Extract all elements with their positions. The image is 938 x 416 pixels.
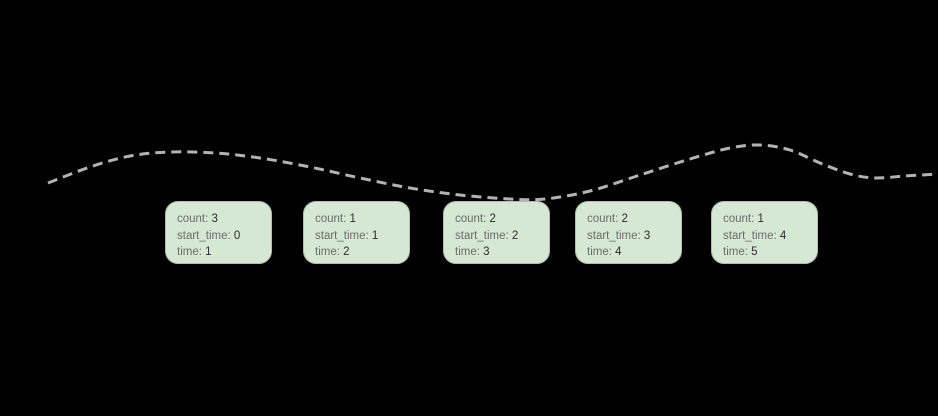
field-value: 3 (483, 246, 490, 258)
field-value: 4 (615, 246, 622, 258)
window-field-time: time: 5 (723, 244, 817, 261)
field-value: 2 (621, 213, 628, 225)
field-value: 2 (343, 246, 350, 258)
window-field-start-time: start_time: 2 (455, 228, 549, 245)
field-label: count: (177, 213, 209, 225)
field-label: time: (587, 246, 612, 258)
window-field-start-time: start_time: 0 (177, 228, 271, 245)
field-label: start_time: (587, 229, 641, 242)
window-field-start-time: start_time: 3 (587, 228, 681, 245)
field-value: 1 (205, 246, 212, 258)
window-field-start-time: start_time: 4 (723, 228, 817, 245)
field-label: time: (177, 246, 202, 258)
field-label: count: (723, 213, 755, 225)
window-field-time: time: 4 (587, 244, 681, 261)
field-label: count: (587, 213, 619, 225)
field-value: 4 (779, 229, 787, 242)
window-field-time: time: 2 (315, 244, 409, 261)
field-value: 1 (757, 213, 764, 225)
window-field-time: time: 3 (455, 244, 549, 261)
field-label: start_time: (723, 229, 777, 242)
window-field-count: count: 1 (723, 211, 817, 228)
field-label: start_time: (177, 229, 231, 242)
field-value: 0 (233, 229, 241, 242)
window-field-count: count: 2 (587, 211, 681, 228)
window-field-count: count: 1 (315, 211, 409, 228)
window-field-count: count: 2 (455, 211, 549, 228)
field-label: count: (315, 213, 347, 225)
field-value: 3 (643, 229, 651, 242)
dashed-trend-curve (47, 143, 938, 202)
field-label: time: (723, 246, 748, 258)
field-label: start_time: (315, 229, 369, 242)
field-label: start_time: (455, 229, 509, 242)
field-value: 3 (211, 213, 218, 225)
field-label: time: (315, 246, 340, 258)
window-field-count: count: 3 (177, 211, 271, 228)
field-value: 5 (751, 246, 758, 258)
field-value: 1 (371, 229, 379, 242)
field-label: count: (455, 213, 487, 225)
window-field-start-time: start_time: 1 (315, 228, 409, 245)
window-field-time: time: 1 (177, 244, 271, 261)
field-value: 1 (349, 213, 356, 225)
field-label: time: (455, 246, 480, 258)
field-value: 2 (511, 229, 519, 242)
field-value: 2 (489, 213, 496, 225)
